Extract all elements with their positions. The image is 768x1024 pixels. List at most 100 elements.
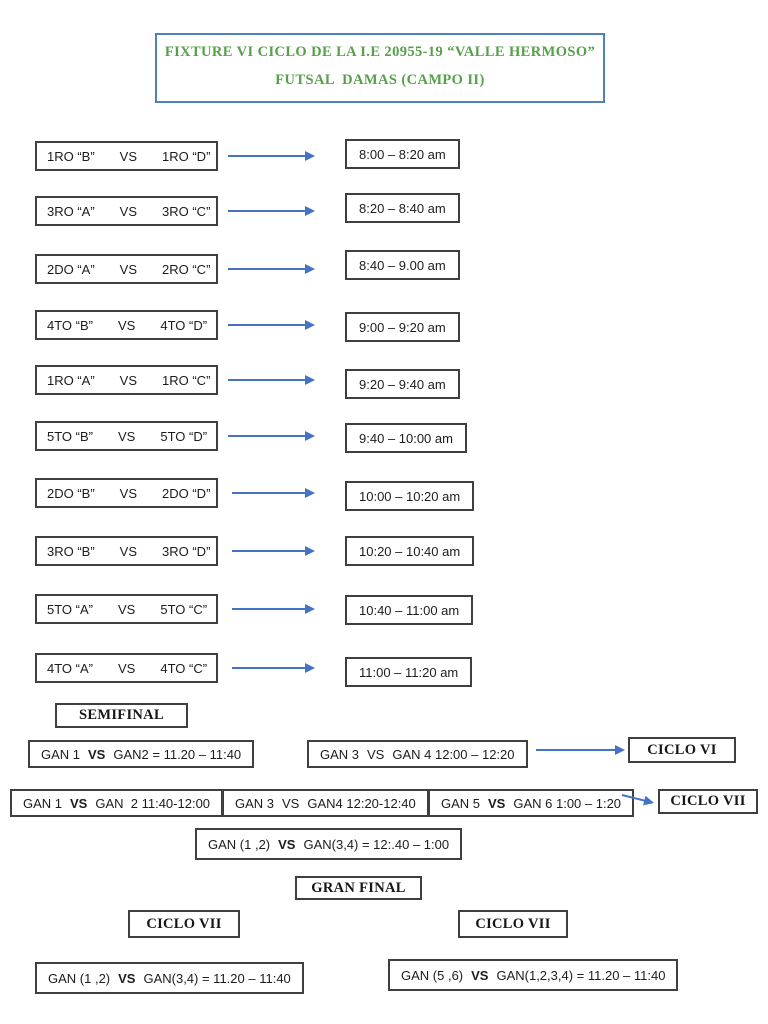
away-team: 2DO “D”: [162, 485, 211, 501]
away-team: 2RO “C”: [162, 261, 211, 277]
arrow-icon: [232, 604, 315, 614]
away-team: 1RO “C”: [162, 372, 211, 388]
home-team: 2DO “A”: [47, 261, 95, 277]
away-team: 5TO “C”: [160, 601, 208, 617]
vs-label: VS: [118, 660, 136, 676]
semifinal-header: SEMIFINAL: [55, 703, 188, 728]
time-label: 8:20 – 8:40 am: [359, 200, 446, 216]
winner-left: GAN 5: [441, 795, 481, 811]
match-box: 5TO “A” VS 5TO “C”: [35, 594, 218, 624]
match-box: 2DO “A” VS 2RO “C”: [35, 254, 218, 284]
vs-label: VS: [119, 261, 138, 277]
vs-label: VS: [119, 543, 138, 559]
arrow-icon: [232, 488, 315, 498]
away-team: 5TO “D”: [160, 428, 208, 444]
time-box: 8:40 – 9.00 am: [345, 250, 460, 280]
ciclo-vii-right-box: CICLO VII: [458, 910, 568, 938]
winner-left: GAN (1 ,2): [48, 970, 111, 986]
gran-final-label: GRAN FINAL: [311, 879, 406, 896]
time-label: 10:40 – 11:00 am: [359, 602, 460, 618]
time-label: 9:40 – 10:00 am: [359, 430, 453, 446]
time-box: 11:00 – 11:20 am: [345, 657, 473, 687]
vs-label: VS: [118, 601, 136, 617]
arrow-icon: [228, 151, 315, 161]
arrow-icon: [228, 431, 315, 441]
winner-right: GAN2 = 11.20 – 11:40: [113, 746, 242, 762]
ciclo-vi-box: CICLO VI: [628, 737, 736, 763]
winner-right: GAN 6 1:00 – 1:20: [513, 795, 622, 811]
winner-left: GAN 3: [235, 795, 275, 811]
vs-label: VS: [88, 746, 106, 762]
winner-left: GAN (5 ,6): [401, 967, 464, 983]
vs-label: VS: [488, 795, 506, 811]
vs-label: VS: [119, 485, 138, 501]
winner-right: GAN(1,2,3,4) = 11.20 – 11:40: [496, 967, 666, 983]
arrow-icon: [228, 264, 315, 274]
time-label: 9:20 – 9:40 am: [359, 376, 446, 392]
vs-label: VS: [70, 795, 88, 811]
home-team: 4TO “B”: [47, 317, 93, 333]
winner-right: GAN 2 11:40-12:00: [95, 795, 211, 811]
ciclo-vii-left-box: CICLO VII: [128, 910, 240, 938]
match-box: 3RO “B” VS 3RO “D”: [35, 536, 218, 566]
vs-label: VS: [278, 836, 296, 852]
final-match-box: GAN (5 ,6) VS GAN(1,2,3,4) = 11.20 – 11:40: [388, 959, 679, 991]
vs-label: VS: [118, 970, 136, 986]
home-team: 4TO “A”: [47, 660, 93, 676]
time-label: 8:40 – 9.00 am: [359, 257, 446, 273]
home-team: 3RO “A”: [47, 203, 95, 219]
winner-left: GAN 1: [23, 795, 63, 811]
time-label: 11:00 – 11:20 am: [359, 664, 459, 680]
ciclo-vi-label: CICLO VI: [647, 741, 717, 758]
page-title-line-1: FIXTURE VI CICLO DE LA I.E 20955-19 “VAL…: [164, 44, 596, 60]
page-title-line-2: FUTSAL DAMAS (CAMPO II): [275, 72, 485, 88]
time-box: 9:20 – 9:40 am: [345, 369, 460, 399]
time-box: 10:00 – 10:20 am: [345, 481, 475, 511]
time-box: 10:40 – 11:00 am: [345, 595, 474, 625]
home-team: 3RO “B”: [47, 543, 95, 559]
home-team: 2DO “B”: [47, 485, 95, 501]
semifinal-match-box: GAN 3 VS GAN4 12:20-12:40: [222, 789, 429, 817]
away-team: 3RO “D”: [162, 543, 211, 559]
ciclo-vii-box: CICLO VII: [658, 789, 758, 814]
arrow-icon: [536, 745, 625, 755]
winner-left: GAN (1 ,2): [208, 836, 271, 852]
vs-label: VS: [471, 967, 489, 983]
arrow-icon: [228, 375, 315, 385]
winner-right: GAN4 12:20-12:40: [307, 795, 416, 811]
time-label: 10:00 – 10:20 am: [359, 488, 461, 504]
time-box: 8:20 – 8:40 am: [345, 193, 460, 223]
away-team: 3RO “C”: [162, 203, 211, 219]
vs-label: VS: [119, 148, 138, 164]
arrow-icon: [228, 206, 315, 216]
arrow-icon: [232, 546, 315, 556]
vs-label: VS: [119, 372, 138, 388]
match-box: 1RO “A” VS 1RO “C”: [35, 365, 218, 395]
match-box: 2DO “B” VS 2DO “D”: [35, 478, 218, 508]
arrow-icon: [228, 320, 315, 330]
winner-right: GAN(3,4) = 12:.40 – 1:00: [303, 836, 450, 852]
vs-label: VS: [119, 203, 138, 219]
time-box: 10:20 – 10:40 am: [345, 536, 475, 566]
time-box: 8:00 – 8:20 am: [345, 139, 460, 169]
time-label: 9:00 – 9:20 am: [359, 319, 446, 335]
match-box: 1RO “B” VS 1RO “D”: [35, 141, 218, 171]
home-team: 5TO “A”: [47, 601, 93, 617]
away-team: 1RO “D”: [162, 148, 211, 164]
time-box: 9:00 – 9:20 am: [345, 312, 460, 342]
home-team: 1RO “A”: [47, 372, 95, 388]
arrow-icon: [232, 663, 315, 673]
gran-final-header: GRAN FINAL: [295, 876, 422, 900]
home-team: 1RO “B”: [47, 148, 95, 164]
semifinal-match-box: GAN 5 VS GAN 6 1:00 – 1:20: [428, 789, 635, 817]
time-label: 8:00 – 8:20 am: [359, 146, 446, 162]
semifinal-match-box: GAN (1 ,2) VS GAN(3,4) = 12:.40 – 1:00: [195, 828, 463, 860]
semifinal-header-label: SEMIFINAL: [79, 707, 164, 723]
vs-label: VS: [282, 795, 300, 811]
title-box: FIXTURE VI CICLO DE LA I.E 20955-19 “VAL…: [155, 33, 605, 103]
